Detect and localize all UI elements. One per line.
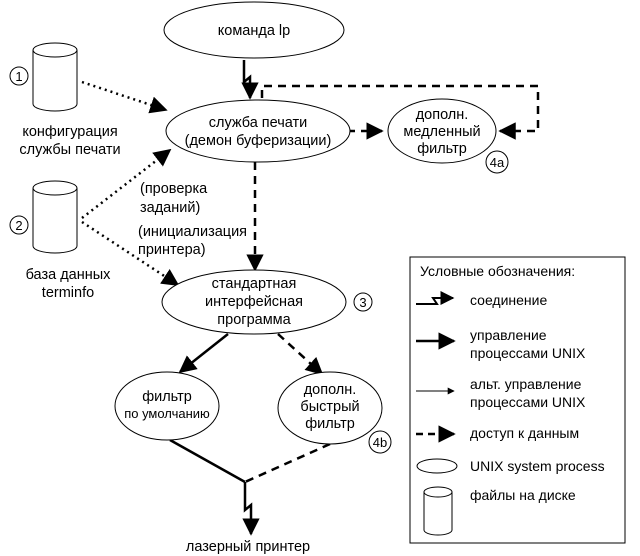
edge-label-init-printer-line2: принтера) — [138, 242, 206, 258]
node-default-filter: фильтр по умолчанию — [114, 371, 220, 441]
node-standard-interface-line2: интерфейсная — [205, 294, 303, 310]
node-standard-interface-line1: стандартная — [212, 276, 297, 292]
legend-title: Условные обозначения: — [420, 263, 575, 279]
edge-interface-to-fast — [277, 333, 324, 376]
edge-label-check-jobs-line2: заданий) — [140, 200, 200, 216]
marker-1: 1 — [9, 66, 29, 86]
node-laser-printer: лазерный принтер — [186, 539, 310, 555]
edge-slowfilter-loop — [260, 84, 540, 140]
legend-connection-label: соединение — [470, 292, 547, 308]
node-standard-interface: стандартная интерфейсная программа — [161, 269, 347, 335]
node-standard-interface-line3: программа — [217, 312, 291, 328]
disk-terminfo-label-line2: terminfo — [42, 285, 94, 301]
svg-text:2: 2 — [15, 218, 22, 233]
legend-disk-symbol — [423, 486, 453, 536]
node-lp-command-label: команда lp — [218, 23, 290, 39]
node-slow-filter-line2: медленный — [403, 124, 480, 140]
legend-alt-control-line2: процессами UNIX — [470, 394, 586, 410]
disk-config-label-line1: конфигурация — [22, 124, 117, 140]
svg-text:1: 1 — [15, 69, 22, 84]
legend-unix-control-line1: управление — [470, 327, 547, 343]
edge-default-to-printer — [169, 438, 246, 484]
disk-terminfo — [32, 180, 78, 254]
edge-interface-to-default — [178, 333, 229, 374]
legend-process-symbol — [416, 458, 458, 474]
marker-4b: 4b — [368, 430, 392, 454]
node-lp-command: команда lp — [163, 1, 345, 59]
legend-unix-control-line2: процессами UNIX — [470, 345, 586, 361]
svg-text:3: 3 — [359, 295, 366, 310]
legend-alt-control-line1: альт. управление — [470, 376, 582, 392]
disk-config-label-line2: службы печати — [19, 142, 120, 158]
legend-data-access-label: доступ к данным — [470, 425, 579, 441]
node-print-service-line1: служба печати — [209, 115, 308, 131]
node-slow-filter-line1: дополн. — [416, 107, 469, 123]
edge-label-check-jobs-line1: (проверка — [140, 181, 208, 197]
node-print-service-line2: (демон буферизации) — [185, 133, 332, 149]
node-fast-filter-line1: дополн. — [304, 382, 357, 398]
edge-terminfo-to-service — [81, 148, 172, 219]
svg-text:4a: 4a — [490, 155, 505, 170]
legend-connection-symbol — [416, 291, 455, 305]
marker-2: 2 — [9, 215, 29, 235]
node-fast-filter-line2: быстрый — [300, 399, 359, 415]
disk-config-top — [32, 42, 78, 58]
node-default-filter-line1: фильтр — [142, 389, 192, 405]
node-fast-filter: дополн. быстрый фильтр — [277, 371, 383, 445]
legend-process-label: UNIX system process — [470, 458, 605, 474]
edge-junction-to-printer — [242, 482, 260, 536]
edge-config-to-service — [81, 80, 168, 114]
legend-disk-label: файлы на диске — [470, 487, 576, 503]
svg-text:4b: 4b — [373, 435, 387, 450]
edge-terminfo-to-interface — [81, 220, 180, 287]
node-slow-filter-line3: фильтр — [417, 141, 467, 157]
node-default-filter-line2: по умолчанию — [124, 406, 210, 421]
edge-fast-to-printer — [244, 442, 331, 484]
edge-label-init-printer-line1: (инициализация — [138, 224, 247, 240]
disk-terminfo-label-line1: база данных — [26, 267, 112, 283]
disk-config — [32, 42, 78, 112]
node-print-service: служба печати (демон буферизации) — [165, 99, 351, 163]
disk-terminfo-top — [32, 180, 78, 196]
node-fast-filter-line3: фильтр — [305, 416, 355, 432]
marker-3: 3 — [353, 292, 373, 312]
legend: Условные обозначения: соединение управле… — [409, 256, 626, 544]
node-slow-filter: дополн. медленный фильтр — [387, 98, 497, 164]
edge-lp-to-service — [241, 60, 259, 100]
marker-4a: 4a — [485, 150, 509, 174]
